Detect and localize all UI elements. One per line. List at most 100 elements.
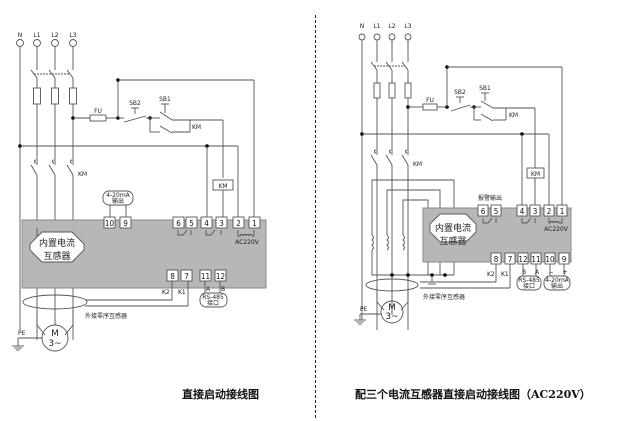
r-analog-output-sub: 输出 xyxy=(551,282,563,290)
terminal-7: 7 xyxy=(184,272,189,281)
r-fuse-l2-icon xyxy=(388,82,396,99)
r-k1-label: K1 xyxy=(501,271,509,278)
current-transformer-icons xyxy=(371,234,405,251)
r-zero-sequence-ct-icon xyxy=(365,278,419,292)
r-sb1-label: SB1 xyxy=(479,85,491,92)
label-l3: L3 xyxy=(69,32,76,39)
stop-button-sb2-icon xyxy=(118,107,147,123)
r-internal-ct-line2: 互感器 xyxy=(439,235,466,247)
terminal-2: 2 xyxy=(236,219,241,228)
sb1-label: SB1 xyxy=(159,96,171,103)
k2-label: K2 xyxy=(162,289,170,296)
r-terminal-5: 5 xyxy=(494,207,499,216)
terminal-10: 10 xyxy=(105,219,115,228)
terminal-l2-icon xyxy=(51,39,59,47)
r-km-coil-label: KM xyxy=(531,171,540,178)
label-l2: L2 xyxy=(51,32,58,39)
sb2-label: SB2 xyxy=(129,100,141,107)
r-power-coil-icon xyxy=(548,218,563,224)
r-control-fuse-icon xyxy=(422,103,438,111)
zero-seq-ct-label: 外接零序互感器 xyxy=(85,312,127,320)
r-fuse-l3-icon xyxy=(404,82,412,99)
r-terminal-2: 2 xyxy=(547,207,552,216)
rs485-a-label: A xyxy=(206,286,211,293)
right-caption: 配三个电流互感器直接启动接线图（AC220V） xyxy=(355,388,591,401)
power-coil-icon xyxy=(237,230,255,237)
left-diagram: N L1 L2 L3 FU xyxy=(12,32,267,352)
r-km-coil-icon xyxy=(526,167,545,179)
km-coil-label: KM xyxy=(218,183,227,190)
r-label-l2: L2 xyxy=(388,23,395,30)
r-label-l1: L1 xyxy=(373,23,380,30)
r-zero-seq-ct-label: 外接零序互感器 xyxy=(423,293,465,301)
terminal-12: 12 xyxy=(216,272,225,281)
r-rs485-a-label: A xyxy=(535,269,540,276)
r-internal-ct-shape xyxy=(429,213,477,243)
r-fu-label: FU xyxy=(426,97,434,104)
fuse-l1-icon xyxy=(33,87,41,105)
internal-ct-line2: 互感器 xyxy=(43,250,70,262)
terminal-3: 3 xyxy=(219,219,224,228)
zero-sequence-ct-icon xyxy=(22,294,88,310)
terminal-11: 11 xyxy=(201,272,210,281)
r-ground-icon xyxy=(354,319,366,325)
relay-contact-6-5-icon xyxy=(177,229,192,236)
r-km-aux-label: KM xyxy=(509,112,518,119)
r-terminal-9: 9 xyxy=(562,255,567,264)
r-main-breaker-icon xyxy=(370,61,409,71)
r-rs485-label: RS-485 xyxy=(518,277,540,284)
terminal-4: 4 xyxy=(204,219,209,228)
terminal-n-icon xyxy=(16,39,24,47)
r-km-aux-contact-icon xyxy=(473,107,507,122)
diagram-divider xyxy=(315,15,316,418)
terminal-l3-icon xyxy=(69,39,77,47)
rs485-label: RS-485 xyxy=(202,294,224,301)
r-analog-output-box xyxy=(543,275,571,291)
r-minus-label: − xyxy=(548,269,553,276)
r-km-main-label: KM xyxy=(413,161,422,168)
rs485-b-label: B xyxy=(221,286,225,293)
terminal-8: 8 xyxy=(170,272,175,281)
main-contactor-icon xyxy=(30,159,74,176)
r-terminal-6: 6 xyxy=(481,207,486,216)
km-main-label: KM xyxy=(78,171,87,178)
alarm-output-label: 报警输出 xyxy=(478,194,502,202)
fuse-l3-icon xyxy=(69,87,77,105)
r-terminal-n-icon xyxy=(358,33,366,41)
rs485-box xyxy=(199,292,228,308)
r-internal-ct-line1: 内置电流 xyxy=(435,222,471,234)
r-terminal-11: 11 xyxy=(531,255,540,264)
internal-ct-shape xyxy=(29,231,85,263)
analog-output-box xyxy=(102,190,134,206)
km-aux-label: KM xyxy=(192,124,201,131)
r-motor-label: M xyxy=(388,303,396,313)
r-fuse-l1-icon xyxy=(373,82,381,99)
r-terminal-1: 1 xyxy=(560,207,565,216)
r-rs485-box xyxy=(516,275,542,291)
r-rs485-sub: 接口 xyxy=(523,282,535,290)
pe-label: PE xyxy=(18,330,26,337)
r-terminal-3: 3 xyxy=(533,207,538,216)
right-diagram: N L1 L2 L3 FU xyxy=(354,23,572,330)
r-k2-label: K2 xyxy=(487,271,495,278)
r-label-l3: L3 xyxy=(404,23,411,30)
k1-label: K1 xyxy=(178,289,186,296)
left-caption: 直接启动接线图 xyxy=(182,388,259,401)
terminal-l1-icon xyxy=(33,39,41,47)
r-terminal-12: 12 xyxy=(518,255,527,264)
r-terminal-4: 4 xyxy=(520,207,525,216)
fuse-l2-icon xyxy=(51,87,59,105)
r-label-n: N xyxy=(360,23,365,30)
label-l1: L1 xyxy=(33,32,40,39)
r-relay-contact-6-5-icon xyxy=(482,217,497,224)
r-main-contactor-icon xyxy=(370,149,409,166)
r-relay-contact-4-3-icon xyxy=(521,217,536,224)
label-n: N xyxy=(18,32,23,39)
r-pe-label: PE xyxy=(360,306,368,313)
ground-icon xyxy=(12,345,24,351)
r-ac220v-label: AC220V xyxy=(544,226,569,233)
rs485-sub: 接口 xyxy=(207,299,219,307)
km-aux-contact-icon xyxy=(149,118,191,134)
r-motor-sub: 3~ xyxy=(385,312,398,322)
